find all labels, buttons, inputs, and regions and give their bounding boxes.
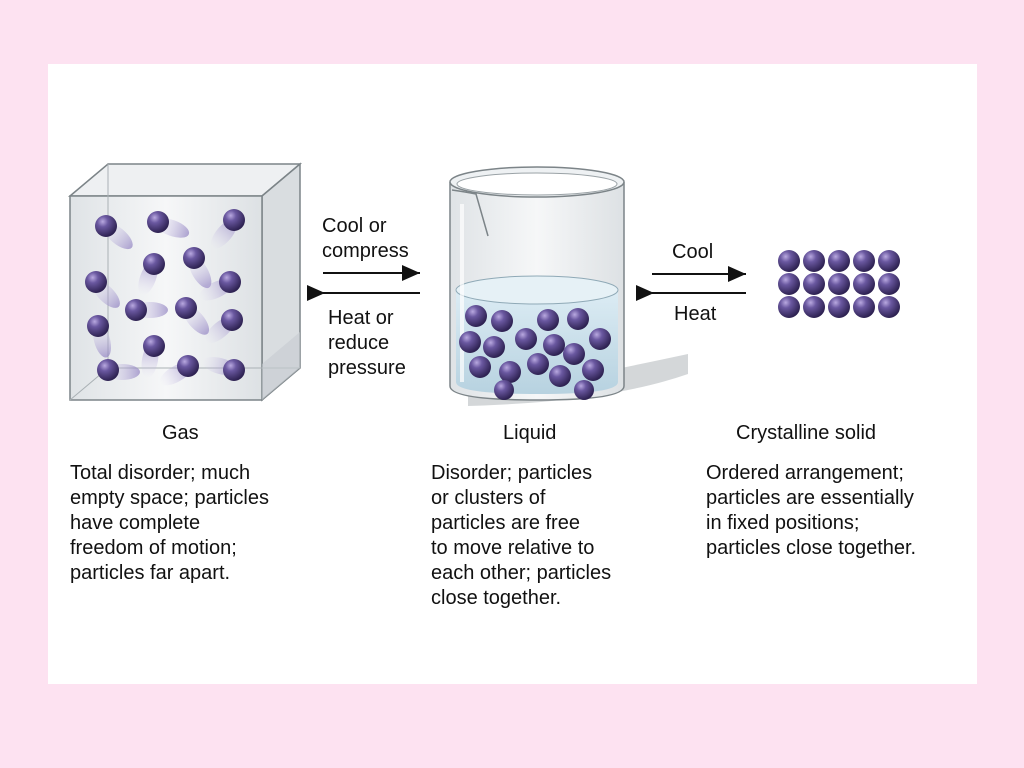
gas-particles [85, 209, 245, 386]
label-cool: Cool [672, 241, 714, 263]
gas-particle [159, 355, 199, 386]
gas-particle [199, 271, 241, 301]
solid-particle [803, 250, 825, 272]
gas-particle [95, 215, 133, 250]
gas-particle [210, 209, 245, 249]
liquid-particle [494, 380, 514, 400]
gas-particle [175, 297, 210, 335]
gas-particle [147, 211, 190, 238]
liquid-particle [515, 328, 537, 350]
liquid-particle [549, 365, 571, 387]
solid-particle [828, 273, 850, 295]
solid-description: Ordered arrangement; particles are essen… [706, 462, 917, 559]
gas-particle [141, 335, 165, 378]
liquid-particle [491, 310, 513, 332]
solid-particle [878, 296, 900, 318]
solid-particle [778, 250, 800, 272]
solid-particle [803, 273, 825, 295]
solid-particle [878, 250, 900, 272]
gas-particle [205, 309, 243, 344]
liquid-particles [459, 305, 611, 400]
liquid-particle [465, 305, 487, 327]
solid-lattice [778, 250, 900, 318]
gas-description: Total disorder; much empty space; partic… [70, 462, 269, 584]
liquid-particle [563, 343, 585, 365]
liquid-particle [527, 353, 549, 375]
label-heat-or-reduce-pressure: Heat or reduce pressure [328, 307, 406, 379]
liquid-description: Disorder; particles or clusters of parti… [431, 462, 612, 609]
solid-particle [778, 273, 800, 295]
gas-particle [138, 253, 165, 296]
solid-particle [778, 296, 800, 318]
solid-particle [853, 250, 875, 272]
liquid-particle [543, 334, 565, 356]
liquid-particle [567, 308, 589, 330]
solid-particle [828, 296, 850, 318]
liquid-title: Liquid [503, 422, 557, 444]
label-heat: Heat [674, 303, 717, 325]
gas-particle [87, 315, 112, 358]
solid-title: Crystalline solid [736, 422, 877, 444]
gas-particle [85, 271, 120, 308]
liquid-particle [459, 331, 481, 353]
liquid-particle [537, 309, 559, 331]
liquid-particle [582, 359, 604, 381]
liquid-particle [574, 380, 594, 400]
label-cool-or-compress: Cool or compress [322, 215, 409, 262]
gas-particle [202, 356, 245, 381]
gas-particle [97, 359, 140, 381]
solid-particle [803, 296, 825, 318]
states-of-matter-diagram [67, 162, 900, 406]
solid-particle [853, 273, 875, 295]
slide-panel: Cool or compress Heat or reduce pressure… [48, 64, 977, 684]
liquid-particle [499, 361, 521, 383]
solid-particle [828, 250, 850, 272]
solid-particle [878, 273, 900, 295]
gas-title: Gas [162, 422, 199, 444]
solid-particle [853, 296, 875, 318]
liquid-particle [589, 328, 611, 350]
gas-particle [183, 247, 212, 289]
liquid-particle [483, 336, 505, 358]
gas-particle [125, 299, 168, 321]
liquid-particle [469, 356, 491, 378]
